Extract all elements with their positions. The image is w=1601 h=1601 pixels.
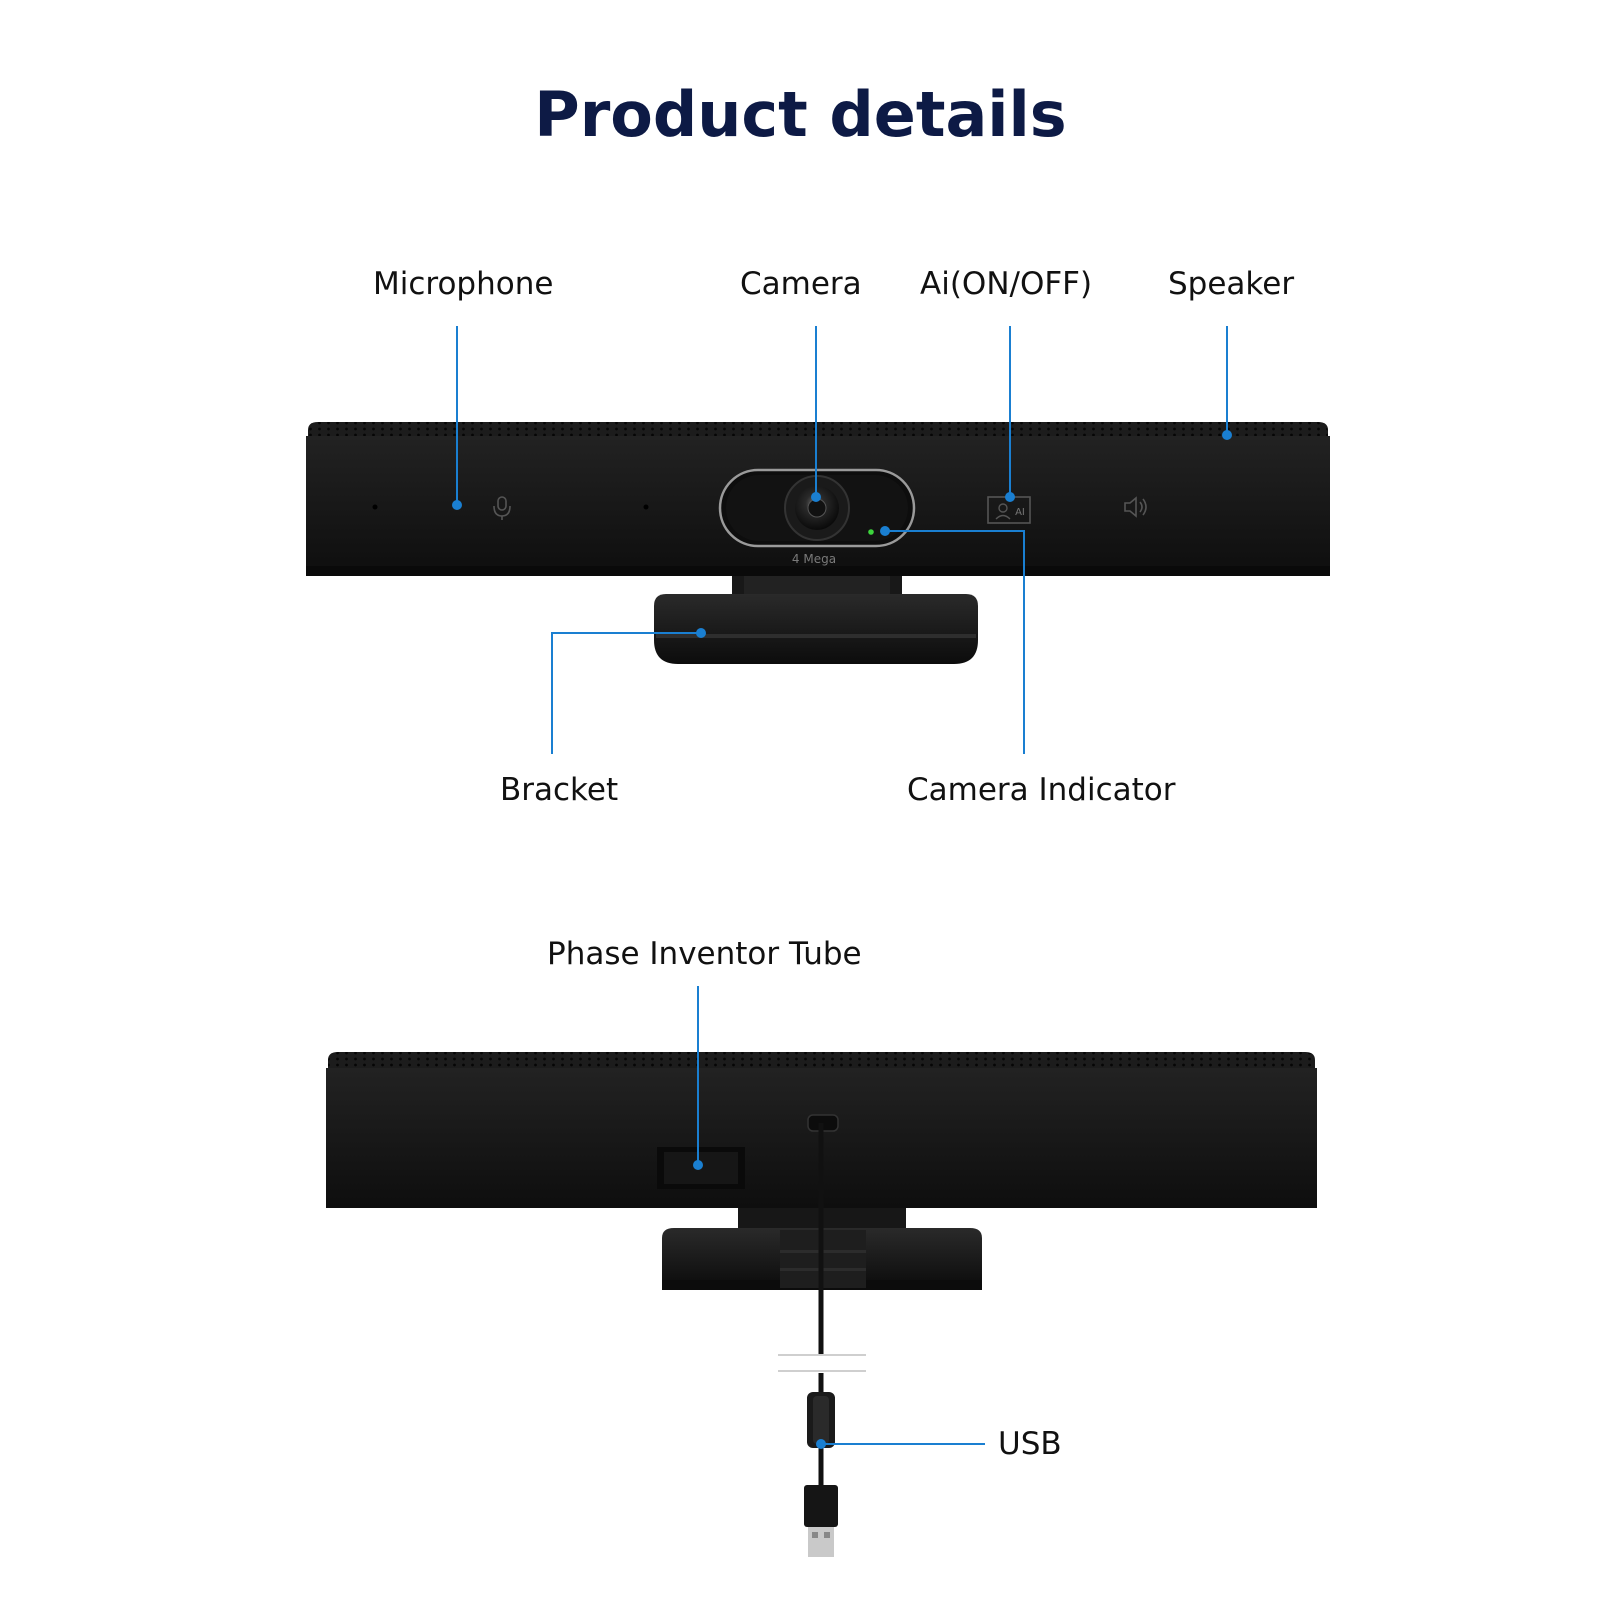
bracket [654, 576, 978, 664]
usb-plug [804, 1485, 838, 1527]
rear-grille [328, 1052, 1315, 1072]
label-bracket: Bracket [500, 772, 619, 808]
callout-bracket [551, 632, 701, 754]
callout-camera-indicator [885, 530, 1025, 754]
callout-lines [456, 326, 1228, 1445]
ai-button-text: AI [1015, 507, 1025, 518]
rear-view [326, 1052, 1317, 1557]
mic-hole-left [372, 504, 378, 510]
label-ai: Ai(ON/OFF) [920, 266, 1093, 302]
top-grille [308, 422, 1328, 440]
speaker-icon [1124, 496, 1147, 518]
label-speaker: Speaker [1168, 266, 1295, 302]
mic-hole-right [643, 504, 649, 510]
microphone-icon [493, 496, 511, 520]
indicator-led [868, 529, 874, 535]
label-microphone: Microphone [373, 266, 554, 302]
lens-text: 4 Mega [792, 552, 836, 566]
label-usb: USB [998, 1426, 1062, 1462]
label-camera: Camera [740, 266, 862, 302]
label-phase-inventor-tube: Phase Inventor Tube [547, 936, 862, 972]
page-title: Product details [534, 78, 1067, 151]
callout-dots [452, 430, 1232, 1449]
front-view: 4 Mega AI [306, 422, 1330, 664]
label-camera-indicator: Camera Indicator [907, 772, 1176, 808]
